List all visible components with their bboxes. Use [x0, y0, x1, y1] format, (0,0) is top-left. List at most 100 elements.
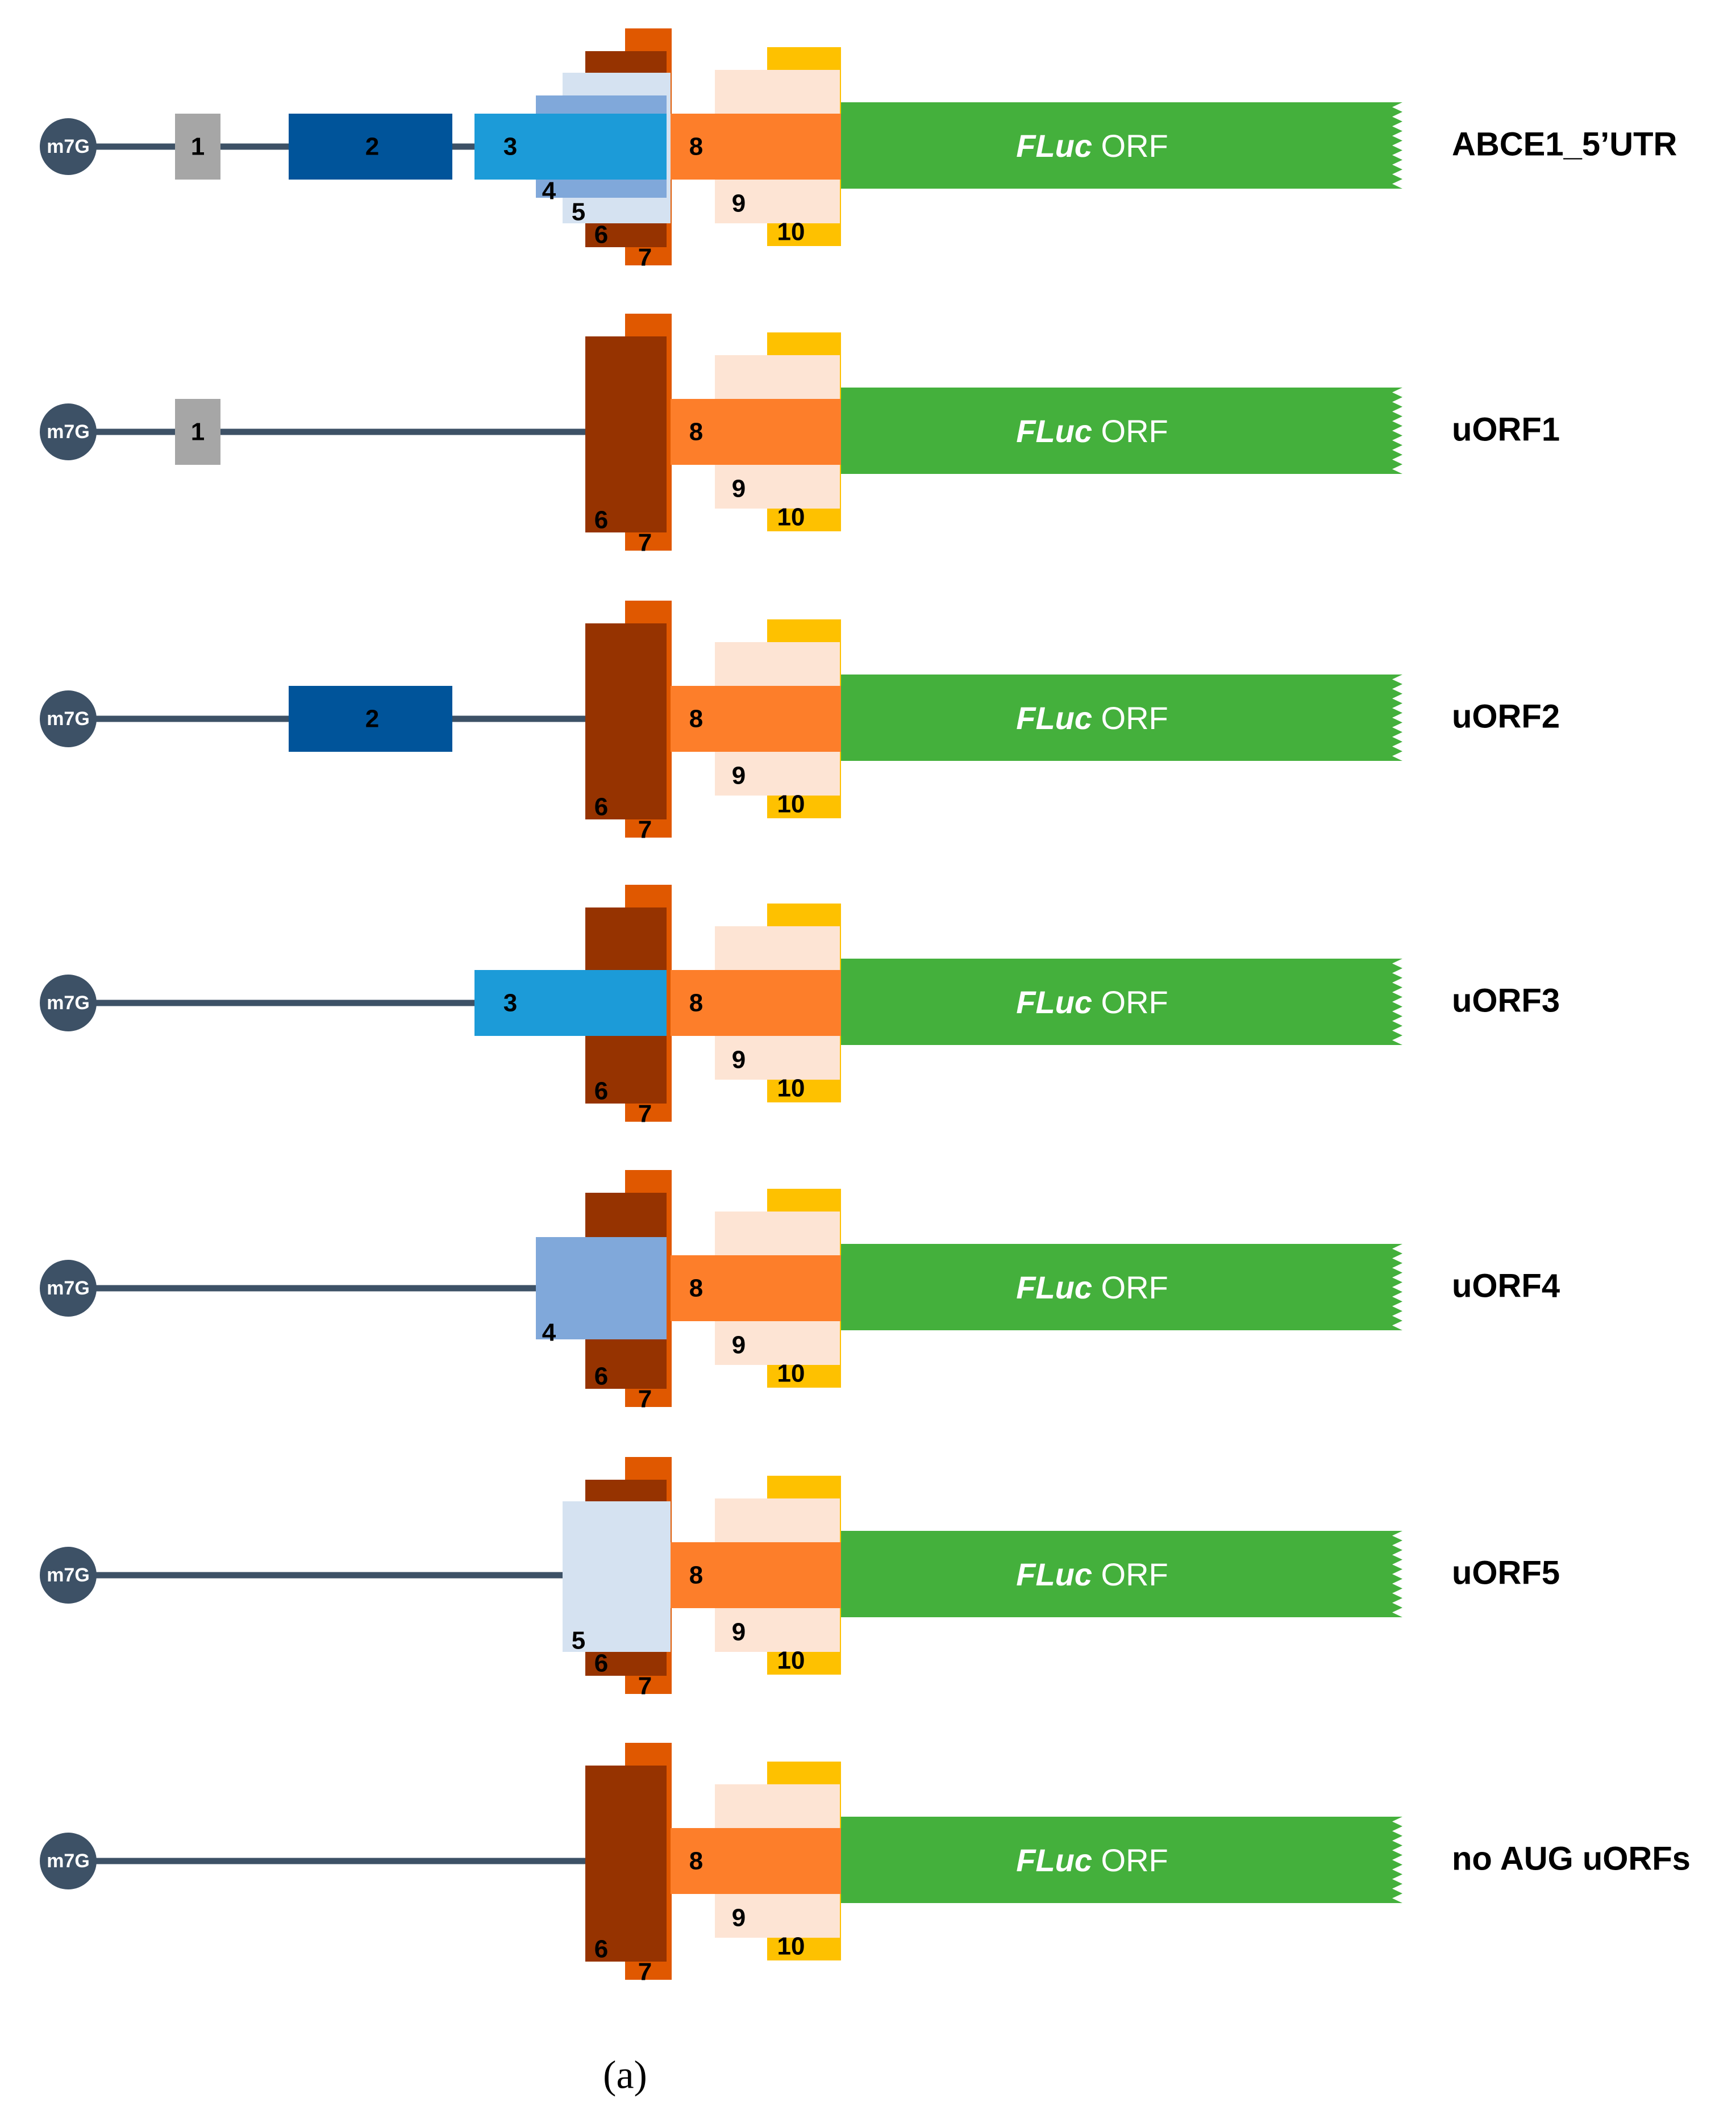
uorf-8-box [671, 970, 841, 1036]
uorf-6-label: 6 [594, 1935, 608, 1963]
uorf-9-label: 9 [732, 1618, 746, 1646]
uorf-10-label: 10 [777, 1075, 805, 1102]
uorf-10-label: 10 [777, 1647, 805, 1675]
m7g-cap-label: m7G [47, 1850, 90, 1872]
uorf-10-label: 10 [777, 1933, 805, 1960]
uorf-3-label: 3 [503, 989, 517, 1017]
uorf-10-label: 10 [777, 218, 805, 246]
m7g-cap-label: m7G [47, 1564, 90, 1586]
uorf-2-label: 2 [365, 133, 379, 161]
uorf-6-box [585, 336, 667, 532]
uorf-6-label: 6 [594, 793, 608, 821]
uorf-7-label: 7 [638, 529, 652, 557]
m7g-cap-circle [40, 1547, 97, 1604]
uorf-3-label: 3 [503, 133, 517, 161]
uorf-7-label: 7 [638, 1385, 652, 1413]
m7g-cap-circle [40, 403, 97, 460]
uorf-5-box [563, 1501, 671, 1652]
uorf-10-label: 10 [777, 790, 805, 818]
uorf-6-label: 6 [594, 1650, 608, 1677]
uorf-9-label: 9 [732, 762, 746, 790]
m7g-cap-label: m7G [47, 1277, 90, 1299]
uorf-10-label: 10 [777, 503, 805, 531]
fluc-orf-box [800, 675, 1402, 761]
uorf-9-label: 9 [732, 1904, 746, 1932]
uorf-1-label: 1 [191, 133, 205, 161]
panel-label: (a) [603, 2054, 647, 2097]
uorf-9-label: 9 [732, 190, 746, 218]
uorf-7-label: 7 [638, 1100, 652, 1128]
uorf-6-label: 6 [594, 221, 608, 249]
fluc-orf-label: FLuc ORF [1016, 984, 1168, 1020]
fluc-orf-box [800, 388, 1402, 474]
uorf-10-label: 10 [777, 1360, 805, 1388]
uorf-8-box [671, 399, 841, 465]
m7g-cap-label: m7G [47, 708, 90, 730]
m7g-cap-circle [40, 690, 97, 747]
uorf-8-box [671, 1255, 841, 1321]
uorf-8-box [671, 686, 841, 752]
uorf-6-label: 6 [594, 506, 608, 534]
fluc-orf-box [800, 1817, 1402, 1903]
fluc-orf-label: FLuc ORF [1016, 128, 1168, 164]
fluc-orf-box [800, 1531, 1402, 1617]
uorf-7-label: 7 [638, 816, 652, 844]
fluc-orf-label: FLuc ORF [1016, 1269, 1168, 1305]
m7g-cap-circle [40, 1833, 97, 1889]
m7g-cap-label: m7G [47, 421, 90, 443]
construct-label: uORF5 [1452, 1555, 1560, 1592]
uorf-7-label: 7 [638, 1672, 652, 1700]
uorf-6-box [585, 1766, 667, 1962]
uorf-4-label: 4 [542, 1319, 556, 1347]
m7g-cap-circle [40, 1260, 97, 1317]
uorf-3-box [474, 970, 667, 1036]
uorf-5-label: 5 [572, 198, 585, 226]
uorf-9-label: 9 [732, 475, 746, 503]
uorf-1-box [175, 114, 220, 180]
uorf-6-label: 6 [594, 1077, 608, 1105]
uorf-6-label: 6 [594, 1363, 608, 1391]
construct-label: uORF3 [1452, 983, 1560, 1019]
uorf-7-label: 7 [638, 1958, 652, 1986]
uorf-4-box [536, 1237, 667, 1339]
uorf-7-label: 7 [638, 244, 652, 272]
uorf-2-box [289, 114, 452, 180]
m7g-cap-label: m7G [47, 992, 90, 1014]
m7g-cap-circle [40, 118, 97, 175]
uorf-9-label: 9 [732, 1046, 746, 1074]
uorf-2-box [289, 686, 452, 752]
construct-row: 3 6 7 8 9 10 FLuc ORF m7G uORF3 [40, 885, 1560, 1128]
construct-label: uORF4 [1452, 1268, 1560, 1305]
fluc-orf-label: FLuc ORF [1016, 1842, 1168, 1878]
construct-label: uORF1 [1452, 411, 1560, 448]
uorf-8-label: 8 [689, 1847, 703, 1875]
construct-label: uORF2 [1452, 698, 1560, 735]
construct-row: 6 7 8 9 10 FLuc ORF m7G no AUG uORFs [40, 1743, 1691, 1986]
uorf-4-label: 4 [542, 177, 556, 205]
m7g-cap-label: m7G [47, 136, 90, 157]
fluc-orf-label: FLuc ORF [1016, 700, 1168, 736]
uorf-8-label: 8 [689, 133, 703, 161]
uorf-8-box [671, 114, 841, 180]
fluc-orf-box [800, 959, 1402, 1045]
fluc-orf-label: FLuc ORF [1016, 1556, 1168, 1592]
uorf-8-box [671, 1828, 841, 1894]
construct-label: no AUG uORFs [1452, 1841, 1691, 1877]
uorf-8-label: 8 [689, 989, 703, 1017]
uorf-8-box [671, 1542, 841, 1608]
m7g-cap-circle [40, 975, 97, 1031]
uorf-1-label: 1 [191, 418, 205, 446]
uorf-8-label: 8 [689, 1275, 703, 1302]
fluc-orf-label: FLuc ORF [1016, 413, 1168, 449]
uorf-8-label: 8 [689, 1562, 703, 1589]
construct-label: ABCE1_5’UTR [1452, 126, 1677, 163]
fluc-orf-box [800, 102, 1402, 189]
uorf-3-box [474, 114, 667, 180]
